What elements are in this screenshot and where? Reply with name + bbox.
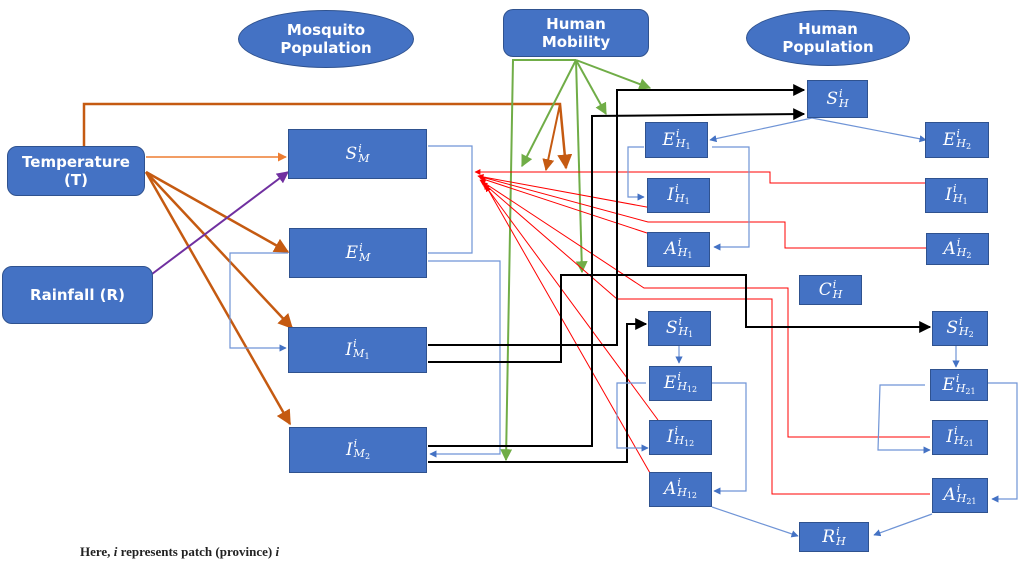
human-progression-links [616,117,1018,538]
temperature-box[interactable]: Temperature (T) [7,146,145,196]
mobility-flows [428,84,932,463]
temperature-to-im2-arrow [144,171,292,426]
temperature-to-biting-arrow-2 [542,103,561,172]
temperature-to-im1-arrow [145,171,294,330]
mobility-links [500,59,652,462]
transmission-links [474,169,940,495]
rainfall-box[interactable]: Rainfall (R) [2,266,153,324]
temperature-to-biting-arrow [82,102,573,170]
temperature-to-em-arrow [145,170,290,254]
human-population-header: Human Population [746,10,910,66]
human-mobility-box[interactable]: Human Mobility [503,9,649,57]
temperature-links [82,102,573,426]
mosquito-progression-links [229,145,501,458]
mosquito-population-header: Mosquito Population [238,10,414,68]
footnote: Here, i represents patch (province) i [80,544,280,559]
rainfall-to-sm-arrow [151,171,289,275]
